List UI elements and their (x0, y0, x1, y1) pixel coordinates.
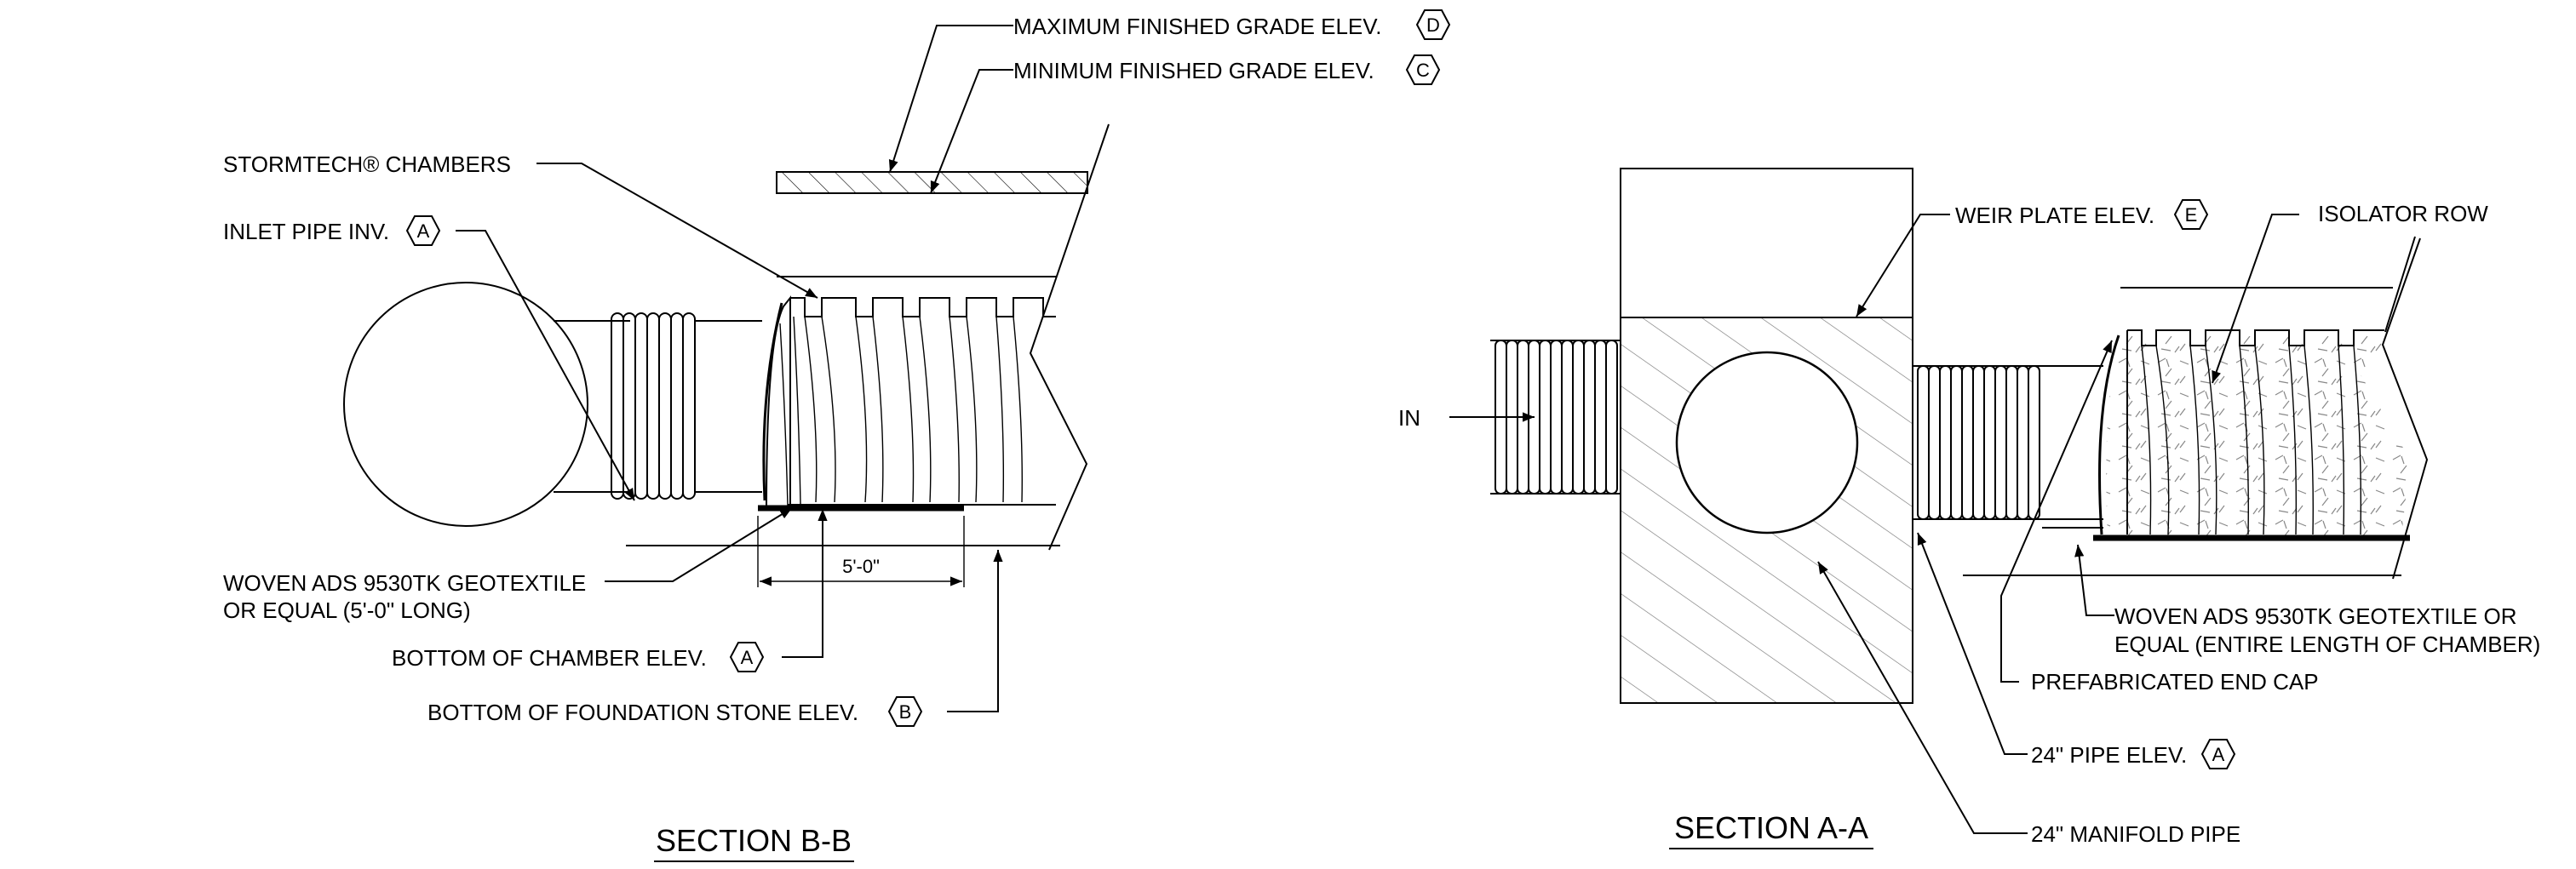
svg-text:A: A (417, 220, 430, 242)
isolator-row-chamber (2098, 329, 2410, 536)
dimension-5ft: 5'-0" (757, 516, 965, 587)
tag-a-hexagon-bottom: A (729, 642, 765, 672)
svg-text:C: C (1416, 60, 1430, 81)
bottom-stone-label: BOTTOM OF FOUNDATION STONE ELEV. (427, 700, 858, 725)
manifold-pipe (1913, 365, 2103, 520)
section-b-b-title: SECTION B-B (656, 823, 852, 858)
weir-plate-label: WEIR PLATE ELEV. (1955, 203, 2154, 228)
end-cap-label: PREFABRICATED END CAP (2031, 669, 2319, 695)
section-a-a-title: SECTION A-A (1674, 810, 1868, 845)
tag-b-hexagon: B (887, 696, 923, 727)
svg-text:A: A (2212, 744, 2225, 765)
bottom-chamber-label: BOTTOM OF CHAMBER ELEV. (392, 645, 707, 671)
inflow-label: IN (1398, 405, 1420, 431)
section-b-b: 5'-0" MAXIMUM FINISHED GRADE ELEV. D MIN… (223, 9, 1451, 862)
manifold-pipe-label: 24" MANIFOLD PIPE (2031, 821, 2240, 847)
manhole-structure (343, 282, 588, 527)
dimension-label: 5'-0" (842, 556, 880, 577)
svg-text:D: D (1426, 14, 1440, 36)
tag-c-hexagon: C (1405, 54, 1441, 85)
max-grade-label: MAXIMUM FINISHED GRADE ELEV. (1013, 14, 1381, 39)
inlet-pipe-corrugations (611, 312, 696, 500)
tag-a-hexagon-pipe: A (2200, 739, 2236, 769)
geotextile-label-line2: OR EQUAL (5'-0" LONG) (223, 597, 471, 623)
tag-a-hexagon-inlet: A (405, 215, 441, 246)
svg-text:E: E (2185, 204, 2198, 226)
tag-d-hexagon: D (1415, 9, 1451, 40)
excavation-slope-right (2381, 237, 2429, 580)
section-a-a: IN WEIR PLATE ELEV. E ISOLATOR ROW WOVEN… (1398, 168, 2540, 849)
geotextile-label-line1: WOVEN ADS 9530TK GEOTEXTILE (223, 570, 586, 596)
outlet-pipe-opening (1675, 351, 1859, 535)
geotextile-right-line1: WOVEN ADS 9530TK GEOTEXTILE OR (2114, 603, 2516, 629)
svg-text:A: A (741, 647, 754, 668)
svg-text:B: B (899, 701, 912, 723)
geotextile-right-line2: EQUAL (ENTIRE LENGTH OF CHAMBER) (2114, 632, 2540, 657)
stormtech-chambers-label: STORMTECH® CHAMBERS (223, 152, 511, 177)
inlet-pipe-inv-label: INLET PIPE INV. (223, 219, 389, 244)
tag-e-hexagon: E (2173, 199, 2209, 230)
pipe-elev-label: 24" PIPE ELEV. (2031, 742, 2187, 768)
excavation-slope (1029, 123, 1110, 551)
isolator-row-label: ISOLATOR ROW (2318, 201, 2488, 226)
weir-structure-upper (1620, 168, 1913, 318)
min-grade-label: MINIMUM FINISHED GRADE ELEV. (1013, 58, 1374, 83)
stormtech-chamber (762, 295, 1056, 512)
